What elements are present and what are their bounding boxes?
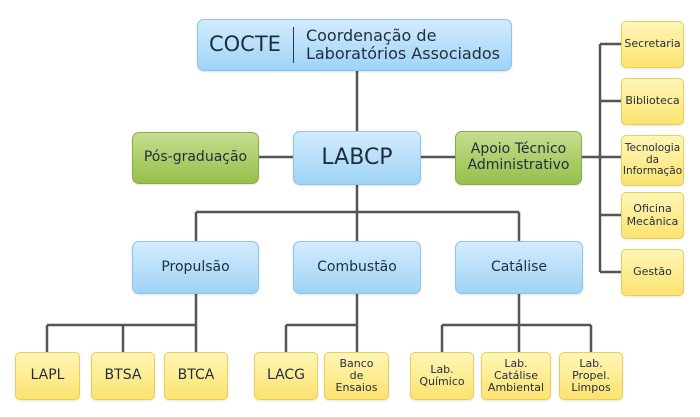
labcp-box: LABCP [293, 131, 421, 185]
division-combustao: Combustão [293, 241, 421, 294]
lab-btsa: BTSA [91, 352, 155, 400]
support-label: Gestão [633, 265, 672, 279]
lab-label: Banco de Ensaios [335, 356, 378, 395]
division-label: Catálise [490, 258, 548, 275]
division-label: Propulsão [161, 258, 230, 275]
pos-graduacao-box: Pós-graduação [132, 132, 259, 184]
support-oficina-mecanica: Oficina Mecânica [621, 192, 684, 239]
support-gestao: Gestão [621, 249, 684, 296]
lab-lapl: LAPL [15, 352, 80, 400]
division-catalise: Catálise [455, 241, 583, 294]
lab-label: BTCA [177, 367, 215, 384]
lab-propel-limpos: Lab. Propel. Limpos [559, 352, 623, 400]
lab-label: Lab. Propel. Limpos [571, 356, 611, 395]
lab-label: LAPL [30, 367, 65, 384]
support-label: Oficina Mecânica [626, 202, 679, 228]
apoio-tecnico-label: Apoio Técnico Administrativo [467, 141, 570, 173]
cocte-separator [292, 27, 294, 63]
support-biblioteca: Biblioteca [621, 78, 684, 125]
lab-catalise-ambiental: Lab. Catálise Ambiental [481, 352, 551, 400]
division-label: Combustão [317, 258, 397, 275]
lab-label: Lab. Químico [419, 362, 465, 388]
support-secretaria: Secretaria [621, 21, 684, 68]
cocte-full-name: Coordenação de Laboratórios Associados [305, 26, 501, 63]
pos-graduacao-label: Pós-graduação [143, 149, 248, 166]
lab-label: Lab. Catálise Ambiental [487, 356, 545, 395]
lab-banco-de-ensaios: Banco de Ensaios [324, 352, 389, 400]
lab-quimico: Lab. Químico [410, 352, 474, 400]
lab-label: BTSA [104, 367, 142, 384]
labcp-label: LABCP [321, 144, 393, 170]
support-tecnologia-da-informacao: Tecnologia da Informação [621, 135, 684, 186]
division-propulsao: Propulsão [132, 241, 259, 294]
apoio-tecnico-box: Apoio Técnico Administrativo [455, 131, 582, 185]
support-label: Secretaria [624, 37, 681, 51]
support-label: Biblioteca [625, 94, 680, 108]
cocte-abbreviation: COCTE [208, 32, 281, 57]
support-label: Tecnologia da Informação [622, 141, 683, 178]
cocte-box: COCTE Coordenação de Laboratórios Associ… [197, 19, 512, 71]
lab-label: LACG [266, 367, 306, 384]
lab-btca: BTCA [164, 352, 228, 400]
lab-lacg: LACG [254, 352, 318, 400]
